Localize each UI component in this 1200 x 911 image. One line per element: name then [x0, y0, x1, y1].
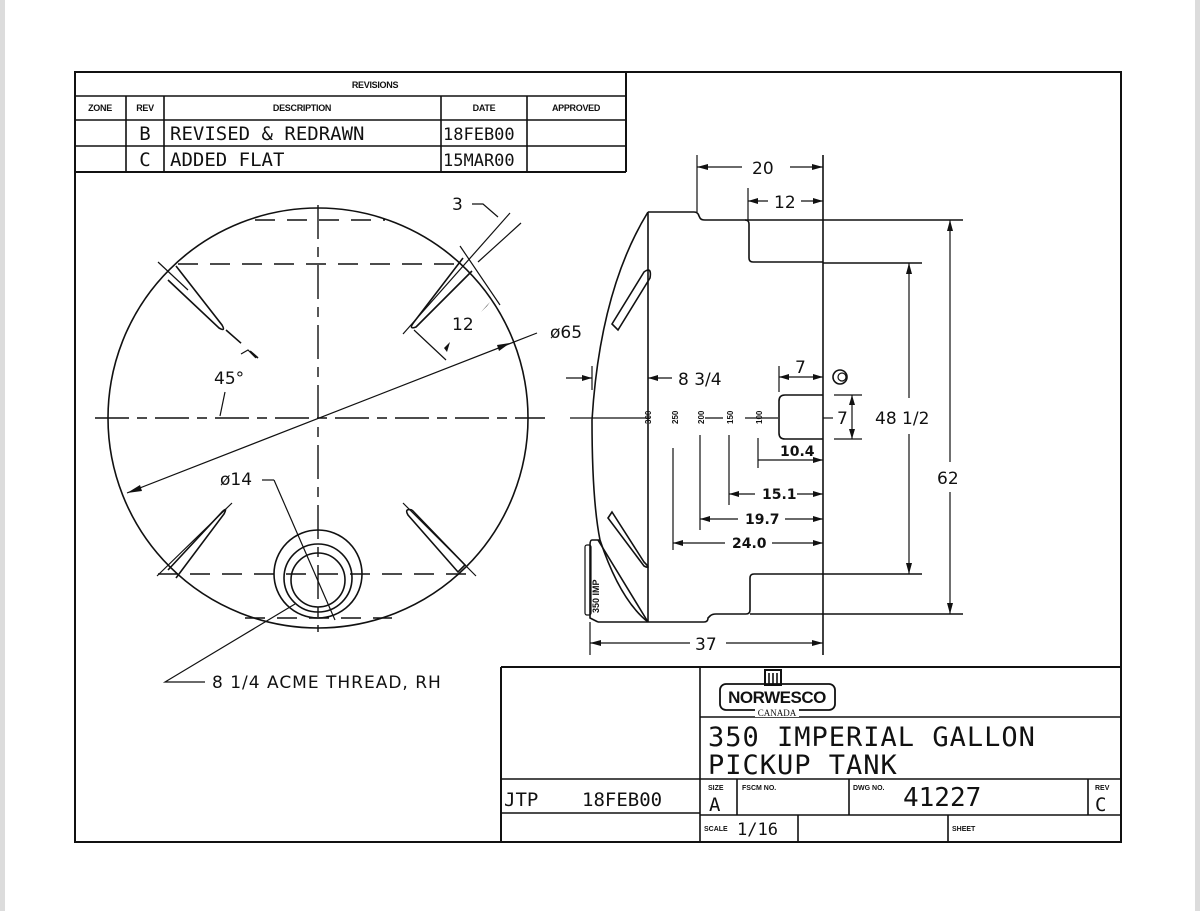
size-value: A [709, 794, 721, 816]
outlet-diameter-label: ø14 [220, 470, 252, 490]
col-zone: ZONE [88, 103, 112, 113]
fscm-label: FSCM NO. [742, 785, 776, 792]
gallon-mark-250: 250 [671, 410, 680, 424]
rib-spacing-label: 12 [452, 315, 474, 335]
logo-subtitle: CANADA [758, 708, 797, 718]
drawing-title-line2: PICKUP TANK [708, 750, 898, 781]
revision-row: C ADDED FLAT 15MAR00 [139, 149, 514, 171]
gallon-mark-300: 300 [644, 410, 653, 424]
rib-lower-right [402, 502, 477, 577]
revision-date: 18FEB00 [443, 125, 515, 145]
revisions-title: REVISIONS [352, 80, 399, 90]
dim-mark-200: 19.7 [745, 512, 780, 528]
outlet-fitting [273, 529, 363, 619]
scale-label: SCALE [704, 826, 728, 833]
dwg-no-value: 41227 [903, 783, 981, 813]
rib-width-label: 3 [452, 195, 463, 215]
revision-row: B REVISED & REDRAWN 18FEB00 [139, 123, 514, 145]
revision-description: REVISED & REDRAWN [170, 123, 364, 145]
angle-label: 45° [214, 369, 244, 389]
embossed-label: 350 IMP [591, 579, 601, 613]
dim-mark-250: 24.0 [732, 536, 767, 552]
drawn-by: JTP [504, 789, 538, 811]
revision-rev: B [139, 123, 150, 145]
rib-lower-left [156, 502, 233, 579]
norwesco-logo: NORWESCO CANADA [719, 669, 836, 718]
col-description: DESCRIPTION [273, 103, 331, 113]
dwg-no-label: DWG NO. [853, 785, 885, 792]
revision-description: ADDED FLAT [170, 149, 284, 171]
dim-inner-height: 48 1/2 [875, 409, 929, 429]
col-rev: REV [136, 103, 154, 113]
gallon-mark-200: 200 [697, 410, 706, 424]
front-view: ø65 ø14 3 12 45° 8 1/4 ACME THREAD, RH [95, 195, 582, 693]
dim-mark-100: 10.4 [780, 444, 815, 460]
dim-overall-length: 37 [695, 635, 717, 655]
dome-curve [591, 211, 649, 541]
logo-company: NORWESCO [728, 688, 826, 707]
title-block: NORWESCO CANADA 350 IMPERIAL GALLON PICK… [500, 666, 1121, 842]
dim-mark-150: 15.1 [762, 487, 797, 503]
dim-overall-height: 62 [937, 469, 959, 489]
thread-note: 8 1/4 ACME THREAD, RH [212, 673, 442, 693]
rev-label: REV [1095, 785, 1110, 792]
scale-value: 1/16 [737, 820, 778, 840]
col-date: DATE [473, 103, 496, 113]
drawing-title-line1: 350 IMPERIAL GALLON [708, 722, 1036, 753]
page-edge-left [0, 0, 5, 911]
revision-date: 15MAR00 [443, 151, 515, 171]
dim-flat-height: 7 [837, 409, 848, 429]
revisions-table: REVISIONS ZONE REV DESCRIPTION DATE APPR… [75, 72, 627, 173]
gallon-mark-100: 100 [755, 410, 764, 424]
rib-upper-right [402, 212, 522, 335]
col-approved: APPROVED [552, 103, 601, 113]
diameter-label: ø65 [550, 323, 582, 343]
gallon-marks: 300 250 200 150 100 [644, 410, 764, 424]
flat-outline [778, 394, 823, 440]
drawn-date: 18FEB00 [582, 789, 662, 811]
dim-top-step-inner: 12 [774, 193, 796, 213]
page-edge-right [1195, 0, 1200, 911]
rib-upper-left [157, 261, 259, 359]
size-label: SIZE [708, 785, 724, 792]
side-view: 350 IMP 300 250 200 150 100 [566, 155, 963, 655]
sheet-border [74, 71, 1122, 843]
gallon-mark-150: 150 [726, 410, 735, 424]
dim-dome-offset: 8 3/4 [678, 370, 722, 390]
sheet-label: SHEET [952, 826, 976, 833]
dim-top-step-outer: 20 [752, 159, 774, 179]
revision-rev: C [139, 149, 150, 171]
dim-flat-width: 7 [795, 358, 806, 378]
rev-value: C [1095, 794, 1106, 816]
